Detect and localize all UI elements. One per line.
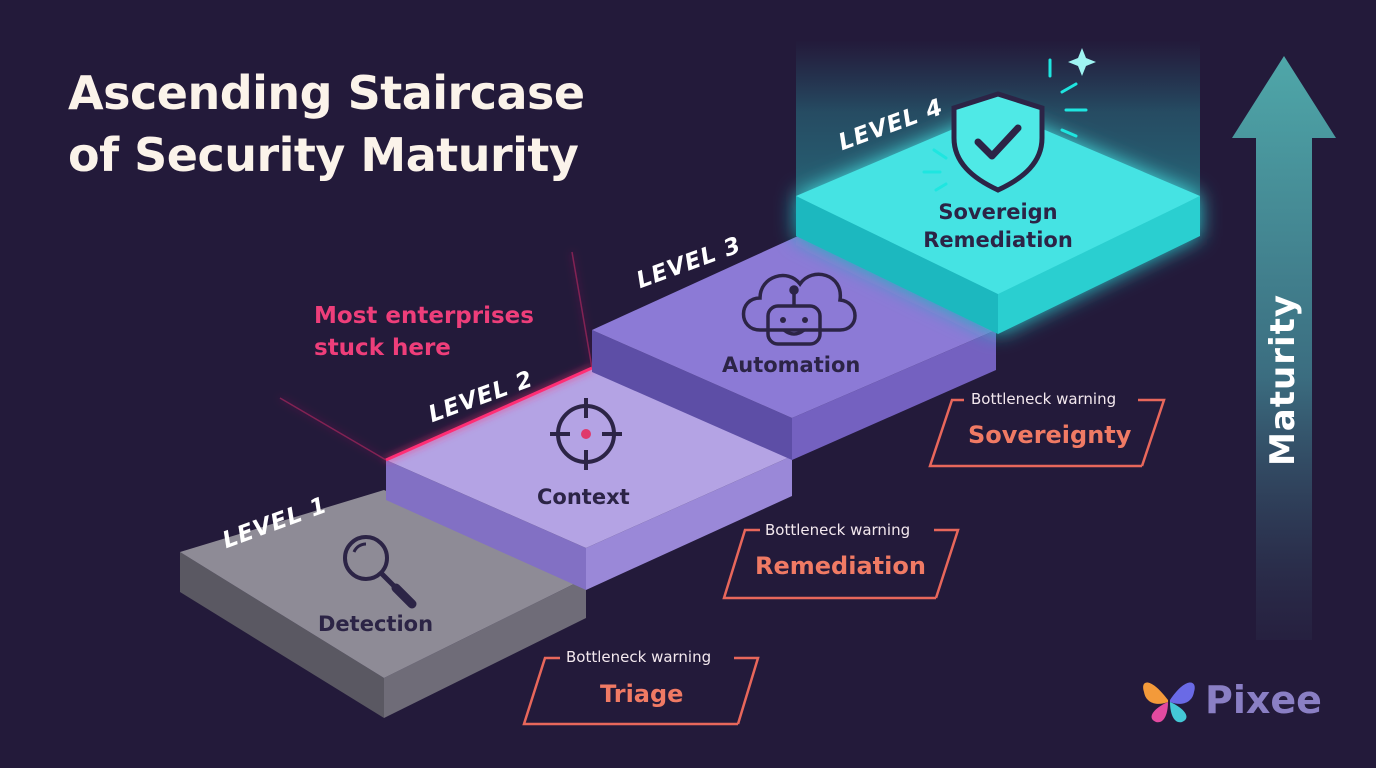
warning-frame-triage [522, 656, 760, 726]
title-line-1: Ascending Staircase [68, 66, 585, 120]
shield-check-icon [922, 48, 1096, 193]
maturity-arrow [1232, 56, 1336, 640]
warning-frame-remediation [722, 528, 960, 600]
stuck-callout: Most enterprises stuck here [314, 300, 534, 364]
warning-caption-triage: Bottleneck warning [566, 648, 712, 666]
stuck-callout-line-1: Most enterprises [314, 303, 534, 329]
warning-frame-sovereignty [928, 398, 1166, 468]
level4-label-line-1: Sovereign [938, 200, 1058, 224]
stuck-highlight [279, 251, 593, 462]
level4-label: Sovereign Remediation [918, 198, 1078, 254]
pixee-logo-icon [1143, 682, 1195, 723]
level2-label: Context [537, 485, 630, 509]
warning-title-remediation: Remediation [755, 552, 926, 580]
crosshair-icon [550, 398, 622, 470]
warning-title-triage: Triage [600, 680, 684, 708]
warning-title-sovereignty: Sovereignty [968, 421, 1132, 449]
maturity-axis-label: Maturity [1263, 293, 1303, 467]
warning-caption-sovereignty: Bottleneck warning [971, 390, 1117, 408]
title-line-2: of Security Maturity [68, 128, 579, 182]
page-title: Ascending Staircase of Security Maturity [68, 62, 585, 186]
sparkle-icon [1068, 48, 1096, 76]
level4-block [796, 110, 1200, 334]
warning-caption-remediation: Bottleneck warning [765, 521, 911, 539]
level1-label: Detection [318, 612, 434, 636]
magnifier-icon [343, 535, 417, 609]
level3-label: Automation [722, 353, 861, 377]
level3-block [592, 236, 996, 460]
brand-name: Pixee [1205, 678, 1322, 722]
stuck-callout-line-2: stuck here [314, 335, 451, 361]
cloud-robot-icon [741, 272, 857, 346]
level4-label-line-2: Remediation [923, 228, 1073, 252]
